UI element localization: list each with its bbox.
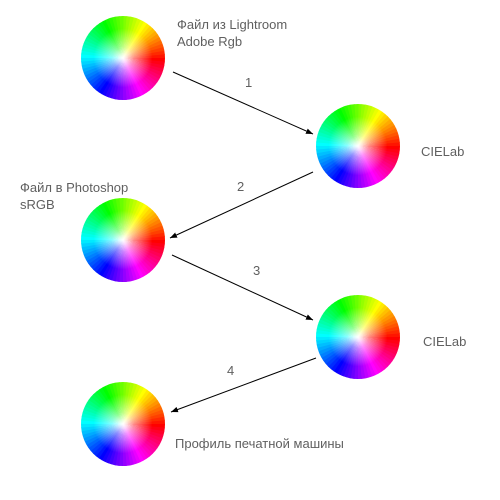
step-number-4: 4 xyxy=(227,363,235,378)
arrow-2 xyxy=(169,171,314,239)
color-wheel-icon xyxy=(314,102,402,190)
step-number-1: 1 xyxy=(245,75,253,90)
node-label-cielab-2: CIELab xyxy=(423,334,467,349)
arrow-4 xyxy=(170,357,317,413)
step-number-2: 2 xyxy=(237,179,245,194)
node-label-lightroom: Файл из Lightroom Adobe Rgb xyxy=(177,17,288,49)
color-wheel-icon xyxy=(79,380,167,468)
arrow-1 xyxy=(172,71,314,135)
node-label-photoshop: Файл в Photoshop sRGB xyxy=(20,180,129,212)
step-number-3: 3 xyxy=(253,263,261,278)
node-label-printer: Профиль печатной машины xyxy=(175,436,344,451)
arrow-3 xyxy=(171,254,314,321)
node-label-cielab-1: CIELab xyxy=(421,144,465,159)
color-wheel-icon xyxy=(79,14,167,102)
color-wheel-icon xyxy=(314,293,402,381)
